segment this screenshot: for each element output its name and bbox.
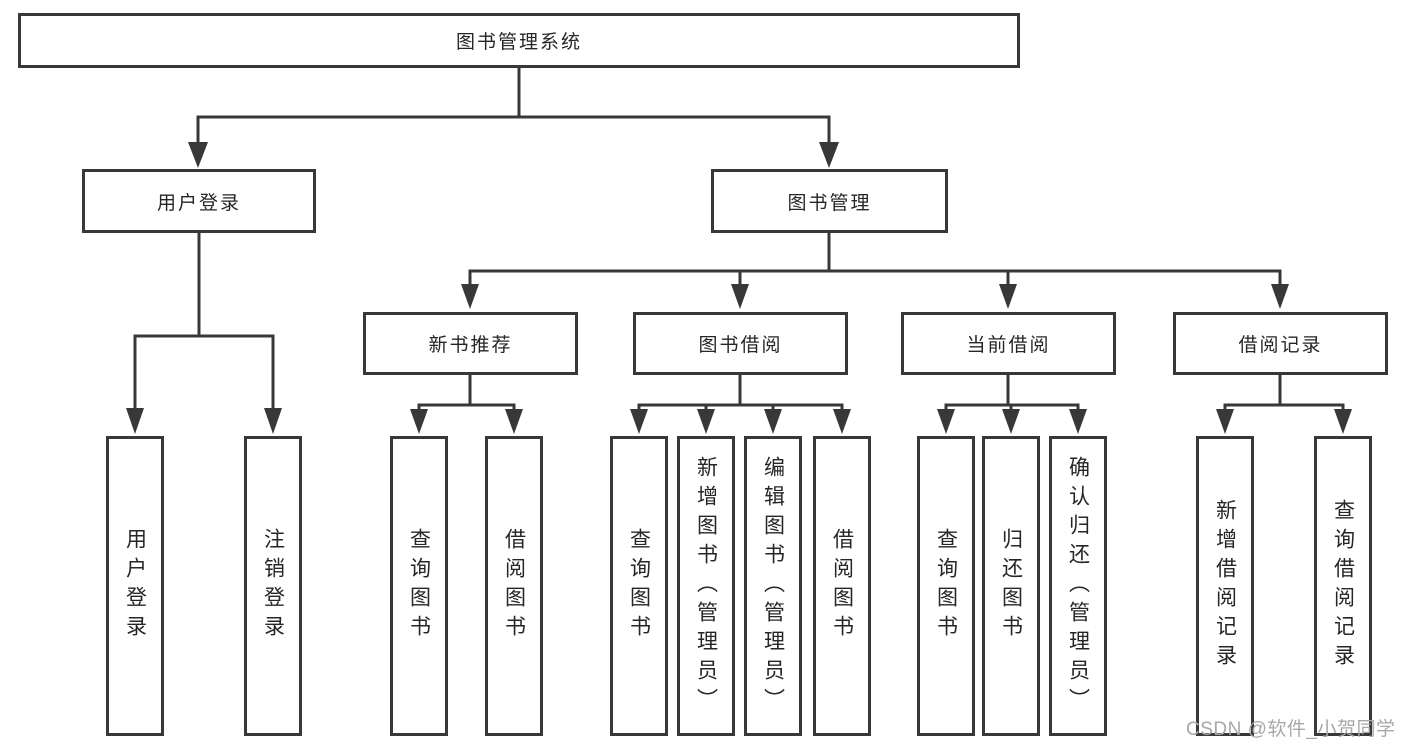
leaf-user-login: 用户登录 — [106, 436, 164, 736]
leaf-borrow-books-recommend: 借阅图书 — [485, 436, 543, 736]
leaf-query-books-current-label: 查询图书 — [934, 528, 958, 644]
csdn-watermark: CSDN @软件_小贺同学 — [1186, 719, 1396, 740]
leaf-add-books-admin: 新增图书（管理员） — [677, 436, 735, 736]
leaf-return-books: 归还图书 — [982, 436, 1040, 736]
connector-book-mgmt-to-level3 — [461, 233, 1289, 309]
leaf-add-borrow-record: 新增借阅记录 — [1196, 436, 1254, 736]
node-new-book-recommend: 新书推荐 — [363, 312, 578, 375]
node-user-login-label: 用户登录 — [156, 192, 241, 214]
connector-new-book-rec-to-children — [410, 375, 523, 434]
leaf-confirm-return-admin-label: 确认归还（管理员） — [1066, 455, 1090, 717]
leaf-add-books-admin-label: 新增图书（管理员） — [694, 455, 718, 717]
leaf-borrow-books: 借阅图书 — [813, 436, 871, 736]
connector-root-to-level2 — [188, 68, 839, 168]
leaf-user-login-label: 用户登录 — [123, 528, 147, 644]
connector-current-borrow-to-children — [937, 375, 1087, 434]
connector-user-login-to-children — [126, 233, 282, 434]
leaf-borrow-books-recommend-label: 借阅图书 — [502, 528, 526, 644]
node-book-borrowing-label: 图书借阅 — [698, 335, 783, 356]
leaf-logout-label: 注销登录 — [261, 528, 285, 644]
leaf-query-books-borrowing-label: 查询图书 — [627, 528, 651, 644]
node-book-management-label: 图书管理 — [787, 192, 872, 214]
leaf-edit-books-admin: 编辑图书（管理员） — [744, 436, 802, 736]
leaf-logout: 注销登录 — [244, 436, 302, 736]
node-current-borrowing: 当前借阅 — [901, 312, 1116, 375]
leaf-query-books-recommend: 查询图书 — [390, 436, 448, 736]
leaf-confirm-return-admin: 确认归还（管理员） — [1049, 436, 1107, 736]
connector-borrow-records-to-children — [1216, 375, 1352, 434]
leaf-add-borrow-record-label: 新增借阅记录 — [1213, 499, 1237, 673]
node-user-login: 用户登录 — [82, 169, 316, 233]
leaf-query-books-current: 查询图书 — [917, 436, 975, 736]
leaf-return-books-label: 归还图书 — [999, 528, 1023, 644]
node-new-book-recommend-label: 新书推荐 — [428, 335, 513, 356]
leaf-query-borrow-record-label: 查询借阅记录 — [1331, 499, 1355, 673]
connector-book-borrow-to-children — [630, 375, 851, 434]
node-current-borrowing-label: 当前借阅 — [966, 335, 1051, 356]
node-system-root-label: 图书管理系统 — [455, 32, 582, 53]
leaf-borrow-books-label: 借阅图书 — [830, 528, 854, 644]
leaf-edit-books-admin-label: 编辑图书（管理员） — [761, 455, 785, 717]
node-borrow-records: 借阅记录 — [1173, 312, 1388, 375]
leaf-query-borrow-record: 查询借阅记录 — [1314, 436, 1372, 736]
leaf-query-books-recommend-label: 查询图书 — [407, 528, 431, 644]
node-borrow-records-label: 借阅记录 — [1238, 335, 1323, 356]
leaf-query-books-borrowing: 查询图书 — [610, 436, 668, 736]
node-book-borrowing: 图书借阅 — [633, 312, 848, 375]
node-system-root: 图书管理系统 — [18, 13, 1020, 68]
node-book-management: 图书管理 — [711, 169, 948, 233]
